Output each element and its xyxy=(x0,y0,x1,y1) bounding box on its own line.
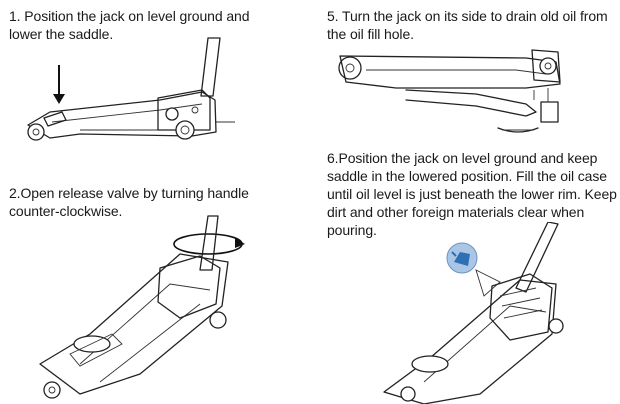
step-1-instruction: 1. Position the jack on level ground and… xyxy=(9,8,250,42)
figure-fill-oil xyxy=(383,222,564,404)
step-5-instruction: 5. Turn the jack on its side to drain ol… xyxy=(327,8,608,42)
step-6-instruction: 6.Position the jack on level ground and … xyxy=(327,150,617,238)
figure-release-valve xyxy=(39,215,245,399)
figure-drain-oil xyxy=(338,49,561,133)
step-2-instruction: 2.Open release valve by turning handle c… xyxy=(9,185,249,219)
oil-can-icon xyxy=(446,242,478,274)
jack-side-view xyxy=(27,37,235,141)
down-arrow-icon xyxy=(53,65,65,104)
counter-clockwise-arrow-icon xyxy=(173,233,245,255)
jack-perspective-view xyxy=(39,215,229,399)
figure-jack-lowered xyxy=(27,37,235,141)
oil-drain-pan xyxy=(497,127,539,133)
jack-on-side-view xyxy=(338,49,561,123)
jack-perspective-view-filling xyxy=(383,222,564,404)
